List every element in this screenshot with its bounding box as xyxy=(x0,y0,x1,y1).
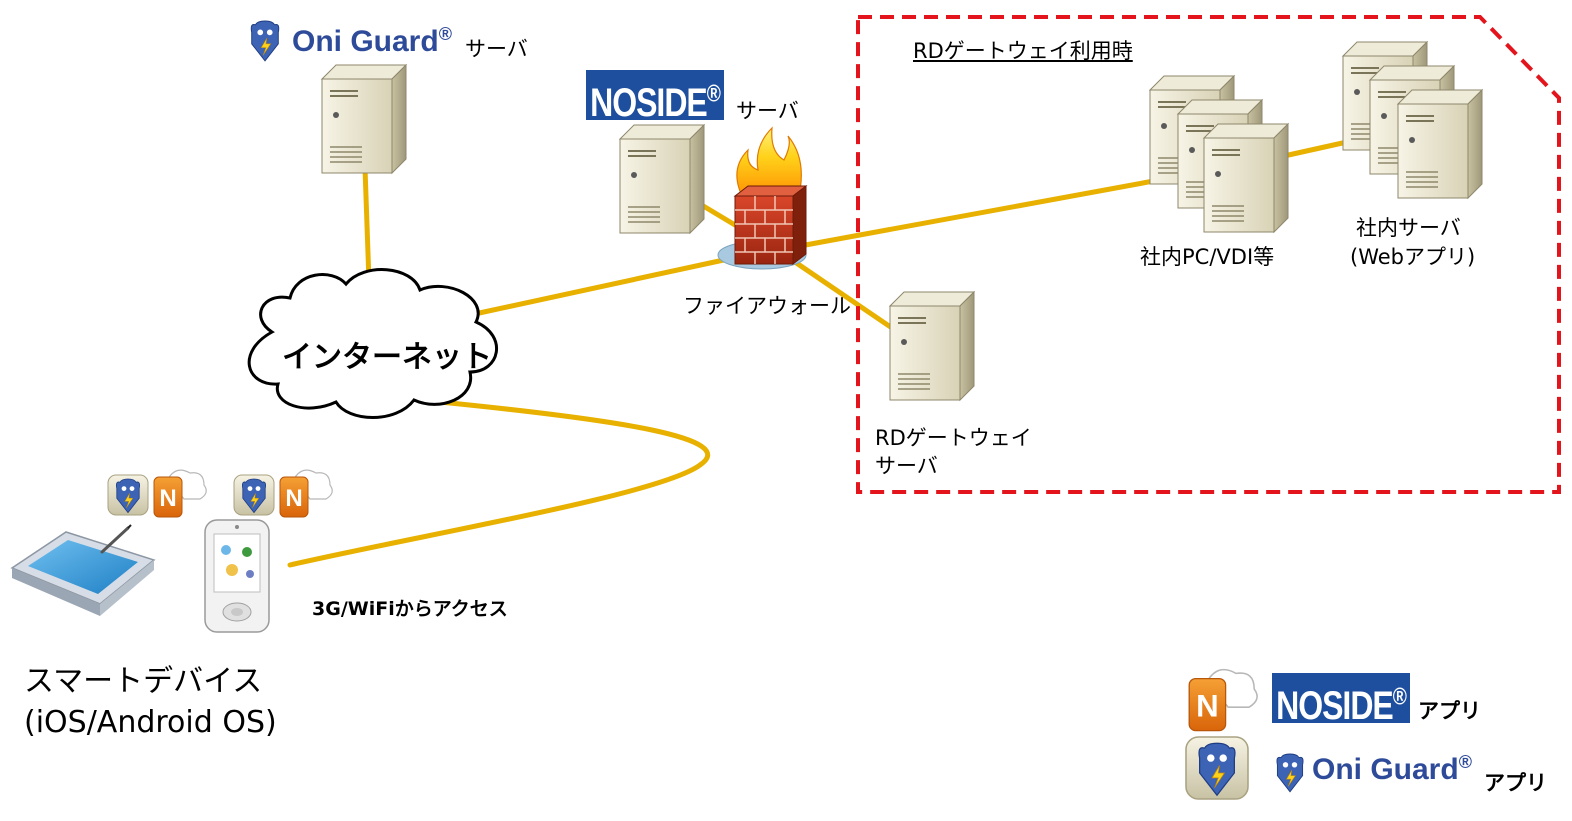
noside-server-icon xyxy=(619,124,705,234)
noside-server-label: サーバ xyxy=(736,99,799,123)
oniguard-logo-icon xyxy=(1276,753,1304,793)
oniguard-app-icon xyxy=(1186,737,1248,799)
oniguard-server-label: サーバ xyxy=(465,37,528,61)
internet-label: インターネット xyxy=(282,340,492,375)
rd-zone-title: RDゲートウェイ利用時 xyxy=(913,39,1133,63)
internal-pc-label: 社内PC/VDI等 xyxy=(1140,245,1275,269)
firewall-icon xyxy=(717,126,808,270)
legend-oniguard-brand: Oni Guard® xyxy=(1312,752,1472,787)
noside-brand-text: NOSIDE xyxy=(590,79,708,125)
smartphone-icon xyxy=(204,519,270,633)
rd-gateway-server-icon xyxy=(889,291,975,401)
rd-gateway-label-line2: サーバ xyxy=(875,454,938,478)
link-internet-firewall xyxy=(467,255,736,318)
noside-app-icon xyxy=(279,469,333,518)
cloud-icon xyxy=(247,268,499,419)
internal-web-server-icon xyxy=(1342,41,1483,199)
legend-noside-brand: NOSIDE® xyxy=(1272,673,1410,728)
registered-mark: ® xyxy=(706,81,721,108)
oniguard-app-icon xyxy=(234,475,274,515)
internal-pc-server-icon xyxy=(1149,75,1289,233)
link-firewall-rdgateway xyxy=(792,259,898,333)
oniguard-logo-icon xyxy=(250,20,280,62)
link-internet-device xyxy=(287,399,710,568)
tablet-icon xyxy=(10,524,156,616)
legend-noside-brand-text: NOSIDE xyxy=(1276,682,1394,728)
registered-mark: ® xyxy=(1458,752,1472,772)
registered-mark: ® xyxy=(438,24,452,44)
link-oniguard-internet xyxy=(362,165,372,285)
firewall-label: ファイアウォール xyxy=(683,294,851,318)
noside-app-icon xyxy=(1188,668,1258,732)
noside-brand: NOSIDE® xyxy=(586,70,724,125)
internal-server-label-line2: (Webアプリ) xyxy=(1350,245,1476,269)
oniguard-brand: Oni Guard® xyxy=(292,24,452,59)
rd-gateway-zone xyxy=(856,15,1561,494)
rd-gateway-label-line1: RDゲートウェイ xyxy=(875,426,1032,450)
link-firewall-internalpc xyxy=(797,175,1173,249)
smart-device-label-line2: (iOS/Android OS) xyxy=(24,705,277,740)
noside-app-icon xyxy=(153,469,207,518)
internal-server-label-line1: 社内サーバ xyxy=(1356,216,1461,240)
connection-lines xyxy=(287,135,1368,568)
access-label: 3G/WiFiからアクセス xyxy=(312,598,508,620)
oniguard-app-icon xyxy=(108,475,148,515)
legend-oniguard-brand-text: Oni Guard xyxy=(1312,753,1459,786)
legend-noside-app-label: アプリ xyxy=(1418,699,1481,723)
oniguard-brand-text: Oni Guard xyxy=(292,25,439,58)
legend-oniguard-app-label: アプリ xyxy=(1484,771,1547,795)
oniguard-server-icon xyxy=(321,64,407,174)
smart-device-label-line1: スマートデバイス xyxy=(24,664,263,699)
registered-mark: ® xyxy=(1392,684,1407,711)
